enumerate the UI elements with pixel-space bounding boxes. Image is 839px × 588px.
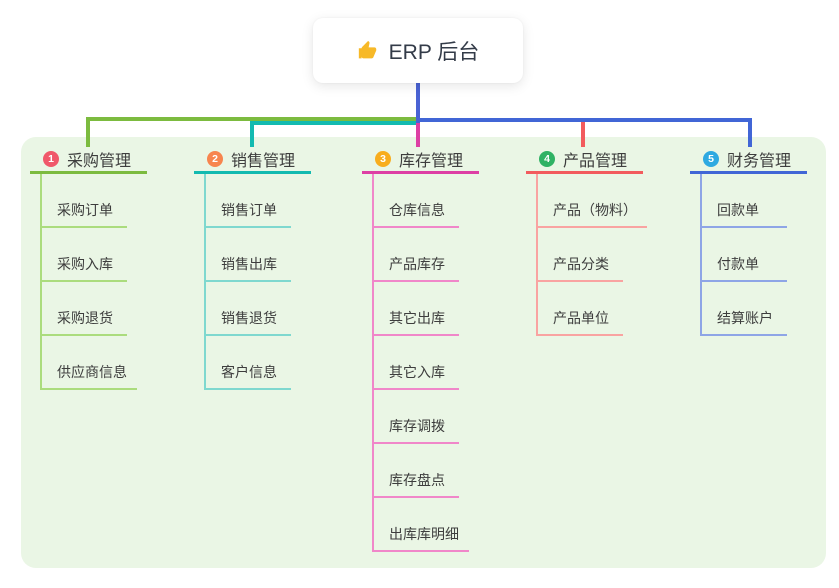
child-item[interactable]: 出库库明细 xyxy=(374,498,469,552)
branch-1-label: 采购管理 xyxy=(67,152,132,170)
branch-5: 5 财务管理回款单付款单结算账户 xyxy=(690,146,807,336)
child-item[interactable]: 销售订单 xyxy=(206,174,291,228)
branch-4-title[interactable]: 4 产品管理 xyxy=(526,146,643,174)
child-item[interactable]: 产品单位 xyxy=(538,282,623,336)
child-item[interactable]: 库存调拨 xyxy=(374,390,459,444)
branch-2-title[interactable]: 2 销售管理 xyxy=(194,146,311,174)
child-item[interactable]: 结算账户 xyxy=(702,282,787,336)
branch-1-children: 采购订单采购入库采购退货供应商信息 xyxy=(40,174,147,390)
branch-3-label: 库存管理 xyxy=(399,152,464,170)
child-item[interactable]: 产品库存 xyxy=(374,228,459,282)
child-item[interactable]: 客户信息 xyxy=(206,336,291,390)
child-item[interactable]: 付款单 xyxy=(702,228,787,282)
child-item[interactable]: 供应商信息 xyxy=(42,336,137,390)
branch-2: 2 销售管理销售订单销售出库销售退货客户信息 xyxy=(194,146,311,390)
branch-2-label: 销售管理 xyxy=(231,152,296,170)
branch-3: 3 库存管理仓库信息产品库存其它出库其它入库库存调拨库存盘点出库库明细 xyxy=(362,146,479,552)
branch-4-number-badge: 4 xyxy=(539,150,555,167)
branch-5-label: 财务管理 xyxy=(727,152,792,170)
child-item[interactable]: 产品分类 xyxy=(538,228,623,282)
branch-3-title[interactable]: 3 库存管理 xyxy=(362,146,479,174)
root-node-erp[interactable]: ERP 后台 xyxy=(313,18,523,83)
child-item[interactable]: 采购订单 xyxy=(42,174,127,228)
thumbs-up-icon xyxy=(357,40,379,62)
branch-1-title[interactable]: 1 采购管理 xyxy=(30,146,147,174)
child-item[interactable]: 回款单 xyxy=(702,174,787,228)
branch-4-children: 产品（物料）产品分类产品单位 xyxy=(536,174,647,336)
child-item[interactable]: 仓库信息 xyxy=(374,174,459,228)
child-item[interactable]: 其它入库 xyxy=(374,336,459,390)
root-node-label: ERP 后台 xyxy=(388,40,480,64)
branch-4-label: 产品管理 xyxy=(563,152,628,170)
child-item[interactable]: 库存盘点 xyxy=(374,444,459,498)
child-item[interactable]: 其它出库 xyxy=(374,282,459,336)
branch-5-title[interactable]: 5 财务管理 xyxy=(690,146,807,174)
child-item[interactable]: 采购入库 xyxy=(42,228,127,282)
branch-3-children: 仓库信息产品库存其它出库其它入库库存调拨库存盘点出库库明细 xyxy=(372,174,479,552)
child-item[interactable]: 采购退货 xyxy=(42,282,127,336)
branch-2-children: 销售订单销售出库销售退货客户信息 xyxy=(204,174,311,390)
branch-4: 4 产品管理产品（物料）产品分类产品单位 xyxy=(526,146,647,336)
child-item[interactable]: 销售出库 xyxy=(206,228,291,282)
branch-1: 1 采购管理采购订单采购入库采购退货供应商信息 xyxy=(30,146,147,390)
child-item[interactable]: 产品（物料） xyxy=(538,174,647,228)
branch-1-number-badge: 1 xyxy=(43,150,59,167)
child-item[interactable]: 销售退货 xyxy=(206,282,291,336)
branch-3-number-badge: 3 xyxy=(375,150,391,167)
branch-5-number-badge: 5 xyxy=(703,150,719,167)
branch-2-number-badge: 2 xyxy=(207,150,223,167)
branch-5-children: 回款单付款单结算账户 xyxy=(700,174,807,336)
